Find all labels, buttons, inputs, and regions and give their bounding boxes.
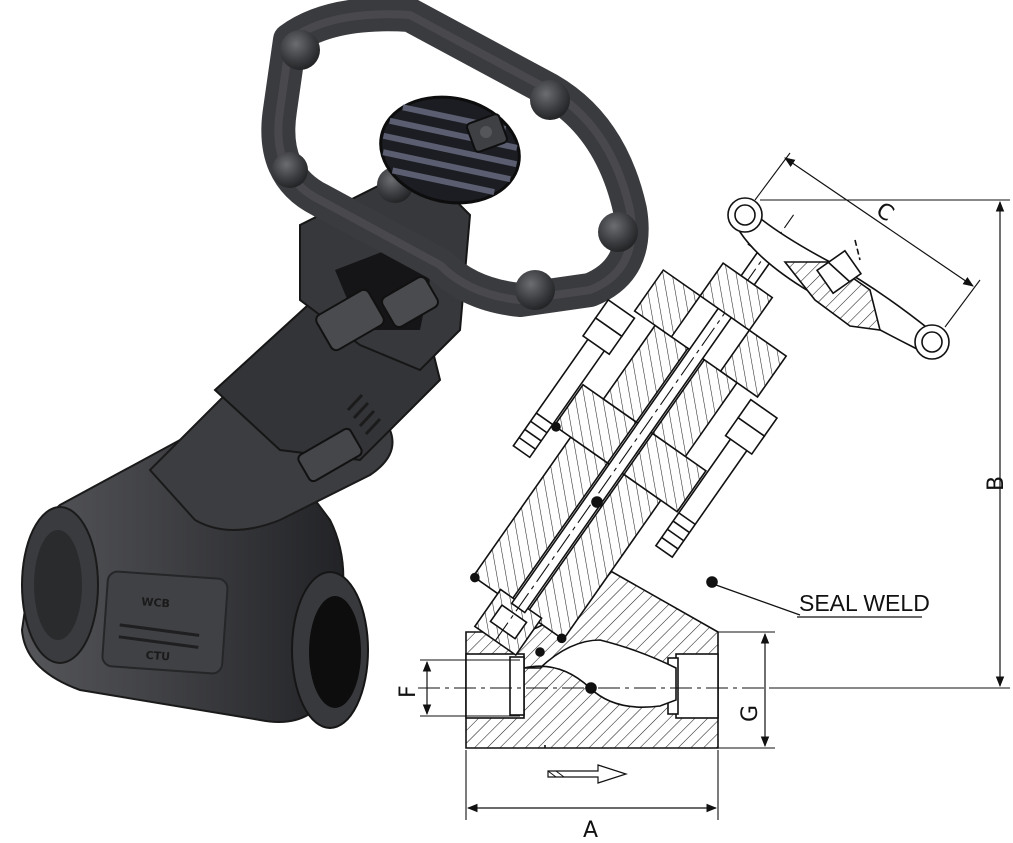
bonnet-section [470, 214, 798, 657]
body-section [465, 563, 719, 749]
label-g: G [738, 705, 763, 722]
dimension-f [420, 659, 520, 717]
label-a: A [583, 818, 598, 843]
label-seal-weld: SEAL WELD [799, 590, 930, 616]
valve-photo: WCB CTU [20, 0, 649, 729]
label-b: B [984, 476, 1009, 491]
label-f: F [396, 685, 421, 698]
dimension-g [718, 631, 775, 749]
dimension-c [754, 152, 981, 328]
body-marking-bottom: CTU [145, 649, 170, 664]
flow-arrow-icon [547, 764, 628, 784]
dimension-a [465, 750, 719, 820]
handwheel-drawing [727, 197, 950, 360]
valve-drawing [418, 152, 1010, 820]
valve-bonnet [148, 163, 472, 531]
seal-weld-leader [715, 584, 922, 618]
outlet-bore [309, 596, 361, 708]
body-marking-top: WCB [141, 595, 170, 610]
handwheel-photo [261, 0, 649, 317]
label-c: C [871, 198, 898, 227]
